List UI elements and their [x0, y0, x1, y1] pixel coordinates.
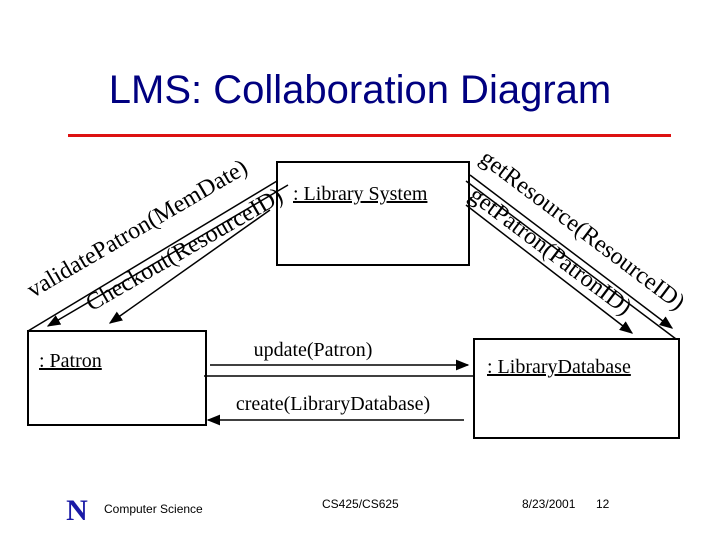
patron-label: : Patron	[39, 350, 102, 372]
arrow-checkout	[108, 209, 271, 324]
arrow-get-resource	[469, 174, 674, 329]
arrow-get-patron	[465, 204, 634, 334]
link-system-to-database	[465, 180, 677, 340]
footer-date: 8/23/2001	[522, 497, 576, 511]
slide-title: LMS: Collaboration Diagram	[108, 68, 612, 112]
title-underline-rule	[68, 134, 671, 137]
svg-text:N: N	[66, 496, 88, 522]
library-database-label: : LibraryDatabase	[487, 356, 631, 378]
arrow-validate-patron	[46, 184, 289, 327]
footer-department: Computer Science	[104, 502, 203, 516]
library-database-object[interactable]: : LibraryDatabase	[473, 338, 680, 439]
patron-object[interactable]: : Patron	[27, 330, 207, 426]
footer-page-number: 12	[596, 497, 610, 511]
library-system-label: : Library System	[293, 183, 428, 205]
message-update-patron: update(Patron)	[254, 339, 373, 361]
library-system-object[interactable]: : Library System	[276, 161, 470, 266]
message-create-library-database: create(LibraryDatabase)	[236, 393, 430, 415]
footer-course: CS425/CS625	[322, 497, 399, 511]
link-system-to-patron	[27, 180, 278, 332]
university-logo-icon: N	[60, 496, 94, 522]
